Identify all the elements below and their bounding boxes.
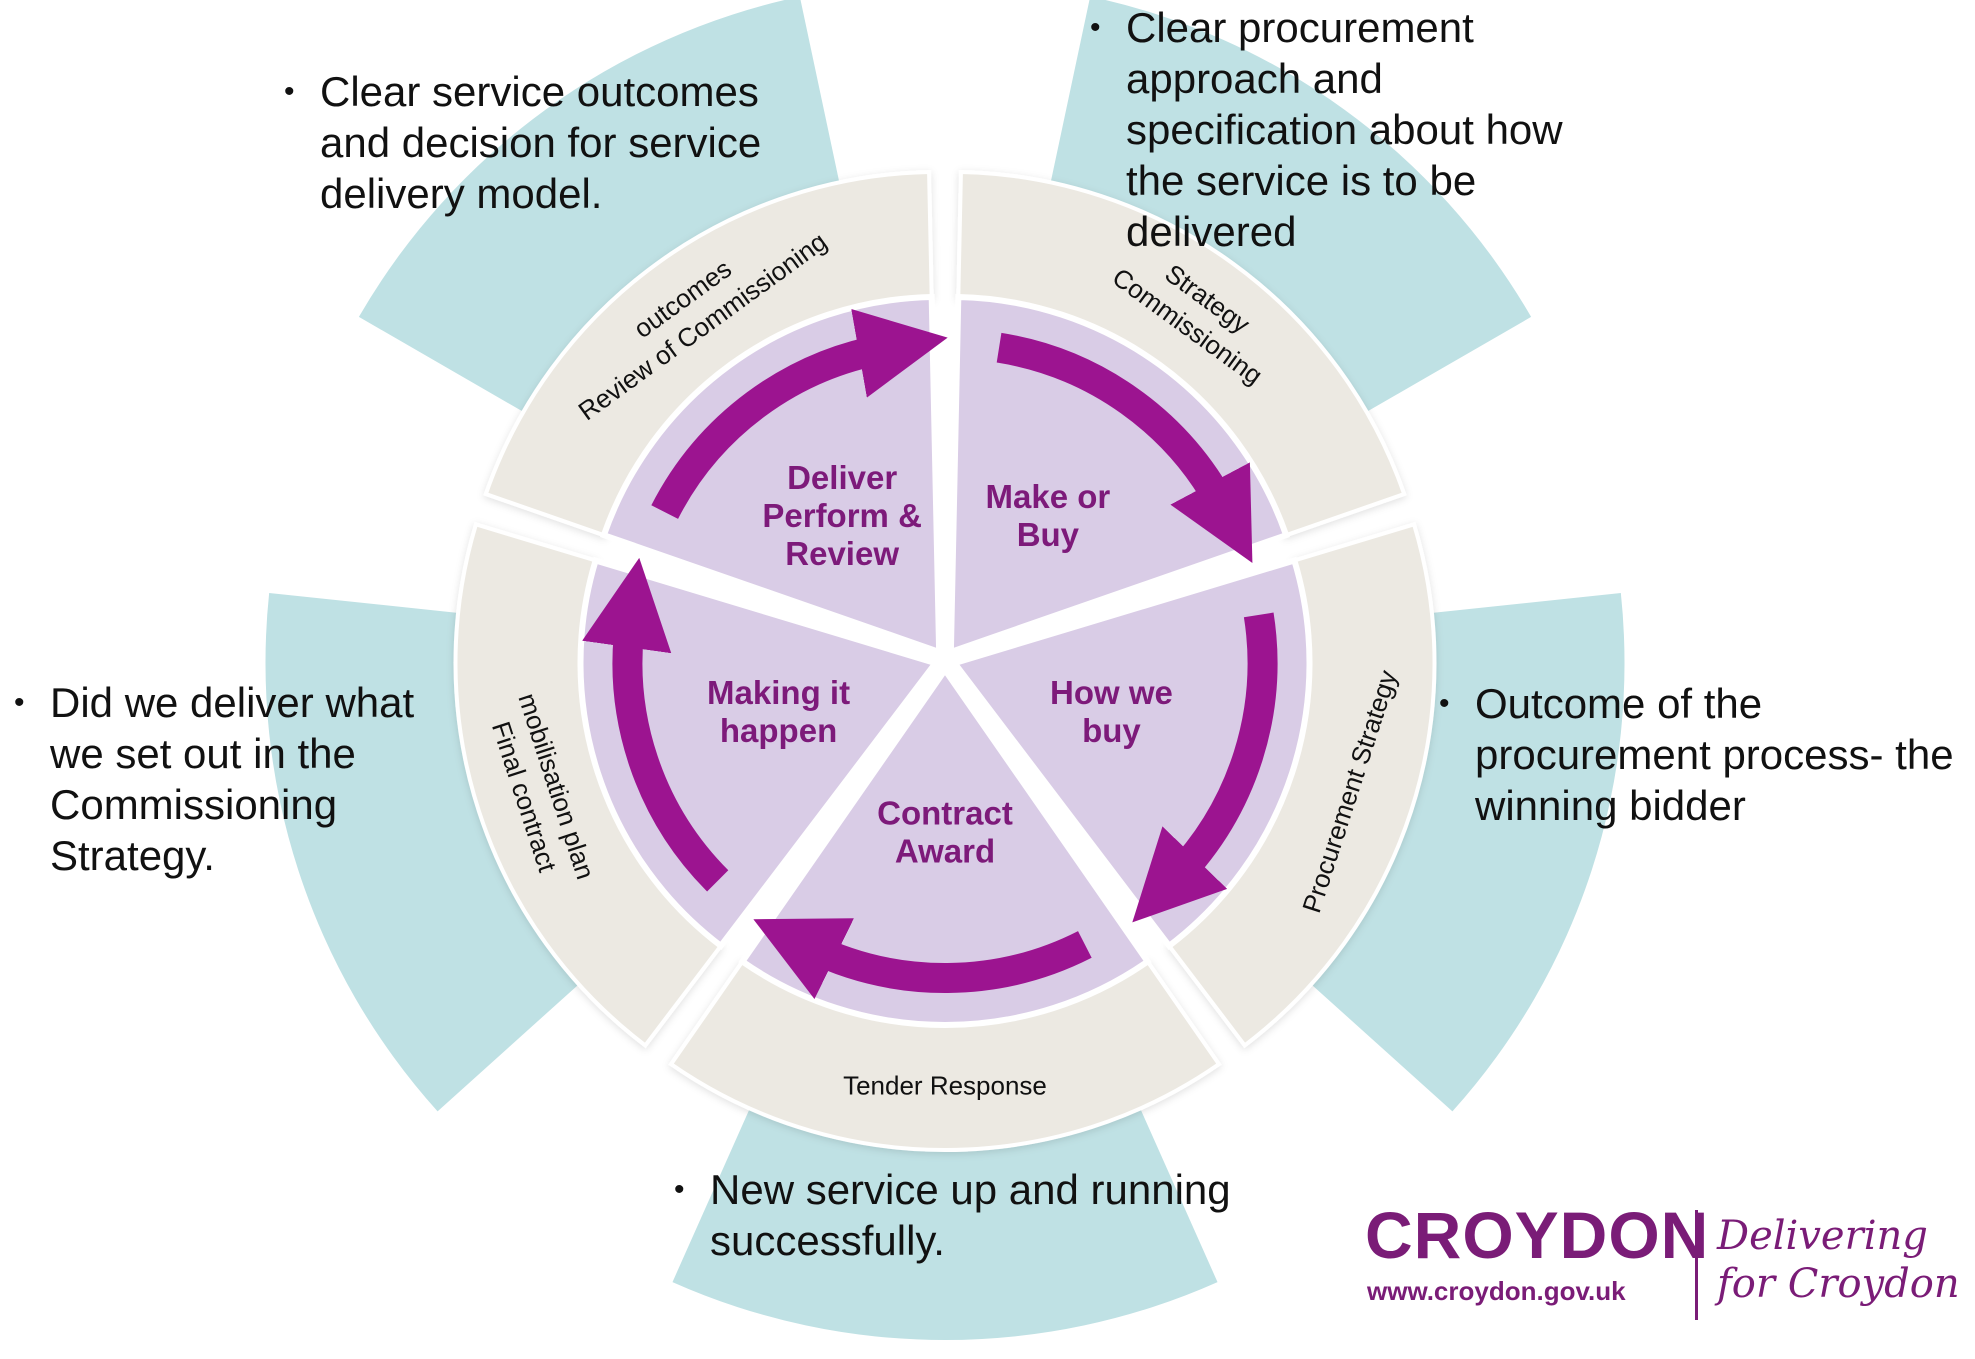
outer-petal bbox=[265, 593, 587, 1112]
stage-label: Award bbox=[895, 833, 995, 870]
bullet-line: Outcome of the bbox=[1475, 680, 1763, 727]
bullet-commissioning: • Clear service outcomes and decision fo… bbox=[284, 66, 762, 219]
bullet-line: the service is to be bbox=[1126, 157, 1477, 204]
bullet-line: Did we deliver what bbox=[50, 679, 415, 726]
bullet-dot: • bbox=[14, 686, 25, 719]
bullet-review: • Did we deliver what we set out in the … bbox=[14, 677, 415, 881]
stage-label: Contract bbox=[877, 795, 1013, 832]
bullet-line: we set out in the bbox=[50, 730, 356, 777]
logo-divider bbox=[1695, 1210, 1698, 1320]
cycle-arrow bbox=[996, 332, 1253, 563]
bullet-line: and decision for service bbox=[320, 119, 762, 166]
cycle-arrow bbox=[651, 308, 948, 519]
ring-label: Tender Response bbox=[843, 1070, 1047, 1100]
stage-label: Make or bbox=[986, 478, 1111, 515]
bullet-line: delivered bbox=[1126, 208, 1297, 255]
bullet-line: Clear service outcomes bbox=[320, 68, 759, 115]
stage-label: Deliver bbox=[787, 459, 897, 496]
logo-tagline-line: Delivering bbox=[1717, 1213, 1928, 1259]
cycle-arrow bbox=[1132, 612, 1278, 923]
bullet-line: procurement process- the bbox=[1475, 731, 1954, 778]
bullet-dot: • bbox=[1439, 687, 1450, 720]
croydon-logo: CROYDON www.croydon.gov.uk Delivering fo… bbox=[1365, 1200, 1975, 1330]
bullet-line: delivery model. bbox=[320, 170, 603, 217]
bullet-line: approach and bbox=[1126, 55, 1383, 102]
cycle-arrows bbox=[582, 308, 1278, 1000]
stage-label: Review bbox=[785, 535, 899, 572]
stage-label: Perform & bbox=[762, 497, 922, 534]
bullet-line: Strategy. bbox=[50, 832, 215, 879]
cycle-arrow bbox=[753, 918, 1092, 1000]
outer-petals bbox=[265, 0, 1625, 1340]
stage-label: happen bbox=[720, 712, 837, 749]
logo-url: www.croydon.gov.uk bbox=[1367, 1276, 1626, 1306]
inner-segment bbox=[947, 293, 1290, 657]
ring-segments bbox=[453, 169, 1437, 1152]
logo-wordmark: CROYDON bbox=[1365, 1198, 1710, 1272]
inner-segments bbox=[577, 293, 1313, 1028]
bullet-dot: • bbox=[1090, 11, 1101, 44]
bullet-mobilisation: • New service up and running successfull… bbox=[674, 1164, 1231, 1266]
bullet-dot: • bbox=[284, 75, 295, 108]
bullet-line: Commissioning bbox=[50, 781, 338, 828]
cycle-arrow bbox=[582, 557, 729, 892]
logo-tagline-line: for Croydon bbox=[1717, 1261, 1960, 1307]
outer-petal bbox=[672, 1099, 1218, 1340]
stage-label: Making it bbox=[707, 674, 850, 711]
logo-tagline: Delivering for Croydon bbox=[1717, 1212, 1975, 1308]
bullet-tender: • Outcome of the procurement process- th… bbox=[1439, 678, 1954, 831]
bullet-line: New service up and running bbox=[710, 1166, 1231, 1213]
bullet-line: specification about how bbox=[1126, 106, 1563, 153]
bullet-dot: • bbox=[674, 1173, 685, 1206]
bullet-line: successfully. bbox=[710, 1217, 945, 1264]
outer-petal bbox=[358, 0, 842, 417]
stage-label: How we bbox=[1050, 674, 1173, 711]
stage-label: Buy bbox=[1017, 516, 1080, 553]
bullet-procurement: • Clear procurement approach and specifi… bbox=[1090, 2, 1563, 257]
bullet-line: winning bidder bbox=[1475, 782, 1746, 829]
outer-petal bbox=[1048, 0, 1532, 417]
outer-petal bbox=[1303, 593, 1625, 1112]
bullet-line: Clear procurement bbox=[1126, 4, 1474, 51]
stage-label: buy bbox=[1082, 712, 1141, 749]
